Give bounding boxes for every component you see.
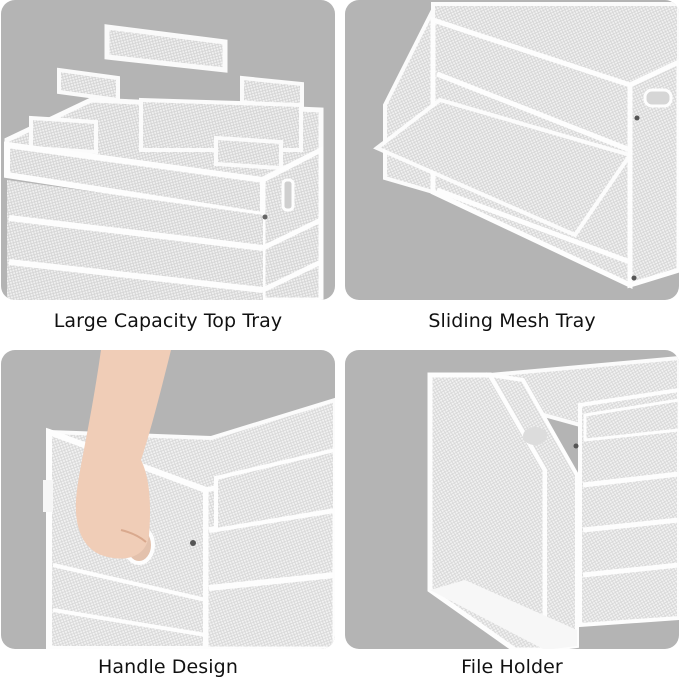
feature-caption: File Holder [461, 656, 563, 678]
product-image-file-holder [345, 350, 679, 649]
product-image-handle [1, 350, 335, 649]
product-image-top-tray [1, 0, 335, 300]
product-image-sliding-tray [345, 0, 679, 300]
feature-caption: Handle Design [98, 656, 238, 678]
feature-caption: Large Capacity Top Tray [53, 310, 283, 332]
feature-caption: Sliding Mesh Tray [428, 310, 596, 332]
